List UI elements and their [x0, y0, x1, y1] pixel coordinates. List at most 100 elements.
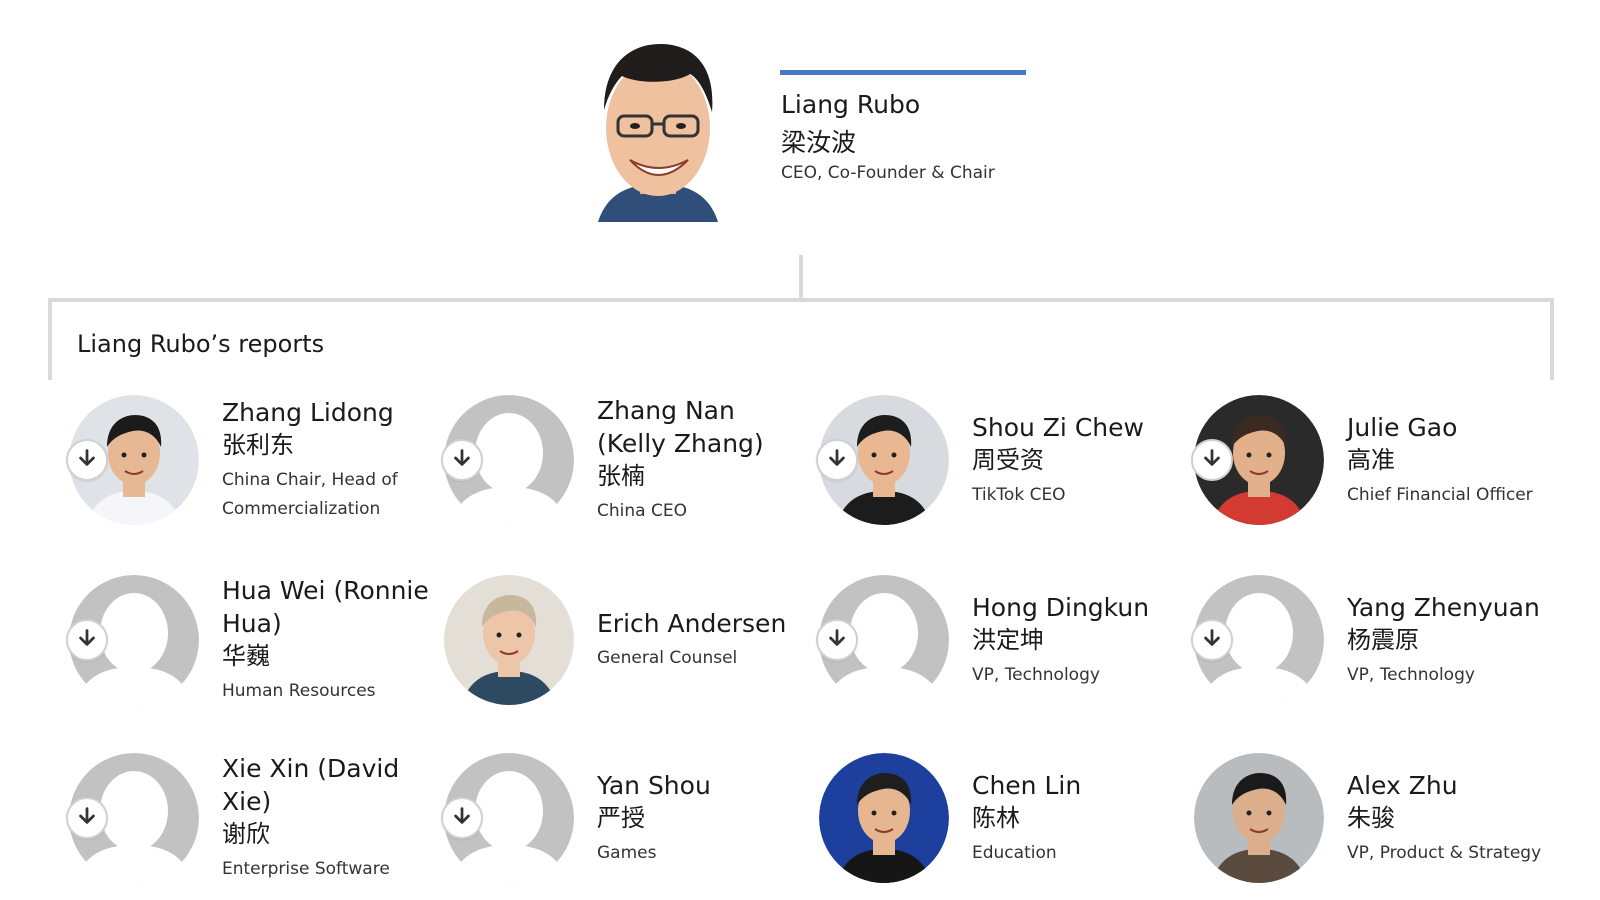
expand-reports-button[interactable]: [1191, 619, 1233, 661]
report-info: Zhang Lidong 张利东 China Chair, Head of Co…: [222, 395, 432, 525]
report-card[interactable]: Alex Zhu 朱骏 VP, Product & Strategy: [1165, 753, 1541, 888]
report-name[interactable]: Erich Andersen: [597, 609, 787, 638]
report-card[interactable]: Hong Dingkun 洪定坤 VP, Technology: [790, 575, 1165, 710]
report-title: Games: [597, 842, 657, 863]
report-card[interactable]: Hua Wei (Ronnie Hua) 华巍 Human Resources: [40, 575, 429, 710]
avatar[interactable]: [69, 395, 199, 525]
ceo-title: CEO, Co-Founder & Chair: [781, 163, 995, 183]
report-name[interactable]: Yang Zhenyuan: [1347, 592, 1540, 622]
person-placeholder-icon[interactable]: [69, 753, 199, 883]
report-title: General Counsel: [597, 648, 738, 668]
avatar-wrap: [1191, 575, 1324, 705]
report-card[interactable]: Erich Andersen General Counsel: [415, 575, 790, 710]
person-placeholder-icon[interactable]: [444, 753, 574, 883]
expand-reports-button[interactable]: [441, 797, 483, 839]
report-name[interactable]: Alex Zhu: [1347, 770, 1458, 800]
avatar[interactable]: [1194, 395, 1324, 525]
ceo-chinese-name: 梁汝波: [781, 128, 857, 157]
expand-reports-button[interactable]: [1191, 439, 1233, 481]
expand-reports-button[interactable]: [66, 439, 108, 481]
ceo-photo: [598, 44, 718, 222]
arrow-down-icon: [1201, 447, 1223, 473]
ceo-accent-bar: [780, 70, 1026, 75]
report-card[interactable]: Julie Gao 高准 Chief Financial Officer: [1165, 395, 1540, 530]
report-name[interactable]: Zhang Nan (Kelly Zhang): [597, 396, 764, 458]
report-chinese-name: 华巍: [222, 642, 270, 670]
report-name[interactable]: Shou Zi Chew: [972, 412, 1144, 442]
report-chinese-name: 朱骏: [1347, 803, 1395, 832]
expand-reports-button[interactable]: [66, 619, 108, 661]
avatar-wrap: [816, 575, 949, 705]
report-info: Shou Zi Chew 周受资 TikTok CEO: [972, 395, 1182, 525]
report-title: China Chair, Head of Commercialization: [222, 470, 398, 519]
report-info: Chen Lin 陈林 Education: [972, 753, 1182, 883]
ceo-name: Liang Rubo: [781, 90, 921, 119]
report-card[interactable]: Zhang Lidong 张利东 China Chair, Head of Co…: [40, 395, 415, 530]
arrow-down-icon: [451, 447, 473, 473]
avatar[interactable]: [1194, 753, 1324, 883]
report-title: VP, Product & Strategy: [1347, 842, 1542, 863]
report-info: Alex Zhu 朱骏 VP, Product & Strategy: [1347, 753, 1557, 883]
arrow-down-icon: [76, 805, 98, 831]
expand-reports-button[interactable]: [441, 439, 483, 481]
reports-heading: Liang Rubo’s reports: [77, 330, 325, 358]
report-chinese-name: 陈林: [972, 803, 1020, 832]
avatar[interactable]: [819, 395, 949, 525]
org-connector-line: [799, 255, 803, 299]
report-info: Hua Wei (Ronnie Hua) 华巍 Human Resources: [222, 575, 432, 705]
report-title: Human Resources: [222, 681, 376, 701]
avatar-wrap: [1191, 395, 1324, 525]
report-card[interactable]: Zhang Nan (Kelly Zhang) 张楠 China CEO: [415, 395, 790, 530]
report-chinese-name: 高准: [1347, 445, 1395, 474]
report-title: VP, Technology: [972, 664, 1100, 685]
avatar[interactable]: [819, 753, 949, 883]
arrow-down-icon: [826, 447, 848, 473]
avatar[interactable]: [444, 575, 574, 705]
avatar-wrap: [66, 575, 199, 705]
report-card[interactable]: Chen Lin 陈林 Education: [790, 753, 1165, 888]
person-placeholder-icon[interactable]: [444, 395, 574, 525]
report-info: Julie Gao 高准 Chief Financial Officer: [1347, 395, 1557, 525]
report-title: Chief Financial Officer: [1347, 484, 1533, 505]
report-info: Hong Dingkun 洪定坤 VP, Technology: [972, 575, 1182, 705]
expand-reports-button[interactable]: [66, 797, 108, 839]
arrow-down-icon: [1201, 627, 1223, 653]
report-chinese-name: 周受资: [972, 445, 1044, 474]
report-chinese-name: 严授: [597, 803, 645, 832]
expand-reports-button[interactable]: [816, 439, 858, 481]
person-placeholder-icon[interactable]: [819, 575, 949, 705]
report-name[interactable]: Chen Lin: [972, 770, 1082, 800]
arrow-down-icon: [826, 627, 848, 653]
arrow-down-icon: [76, 447, 98, 473]
report-chinese-name: 张楠: [597, 462, 645, 490]
avatar-wrap: [816, 395, 949, 525]
report-title: Education: [972, 842, 1057, 863]
report-name[interactable]: Zhang Lidong: [222, 398, 394, 427]
report-title: VP, Technology: [1347, 664, 1475, 685]
report-info: Yang Zhenyuan 杨震原 VP, Technology: [1347, 575, 1557, 705]
report-title: TikTok CEO: [972, 484, 1066, 505]
report-info: Erich Andersen General Counsel: [597, 575, 807, 705]
report-card[interactable]: Yang Zhenyuan 杨震原 VP, Technology: [1165, 575, 1540, 710]
avatar-wrap: [66, 395, 199, 525]
avatar-wrap: [444, 575, 574, 705]
report-chinese-name: 张利东: [222, 431, 294, 459]
report-card[interactable]: Xie Xin (David Xie) 谢欣 Enterprise Softwa…: [40, 753, 415, 888]
report-chinese-name: 谢欣: [222, 820, 270, 848]
report-name[interactable]: Hua Wei (Ronnie Hua): [222, 576, 429, 638]
report-name[interactable]: Hong Dingkun: [972, 592, 1150, 622]
report-title: Enterprise Software: [222, 859, 390, 879]
avatar-wrap: [441, 395, 574, 525]
report-name[interactable]: Julie Gao: [1347, 412, 1458, 442]
expand-reports-button[interactable]: [816, 619, 858, 661]
arrow-down-icon: [76, 627, 98, 653]
report-name[interactable]: Xie Xin (David Xie): [222, 754, 400, 816]
report-card[interactable]: Yan Shou 严授 Games: [415, 753, 790, 888]
person-placeholder-icon[interactable]: [1194, 575, 1324, 705]
avatar-wrap: [66, 753, 199, 883]
avatar-wrap: [819, 753, 949, 883]
person-placeholder-icon[interactable]: [69, 575, 199, 705]
report-name[interactable]: Yan Shou: [597, 770, 711, 800]
report-card[interactable]: Shou Zi Chew 周受资 TikTok CEO: [790, 395, 1165, 530]
arrow-down-icon: [451, 805, 473, 831]
